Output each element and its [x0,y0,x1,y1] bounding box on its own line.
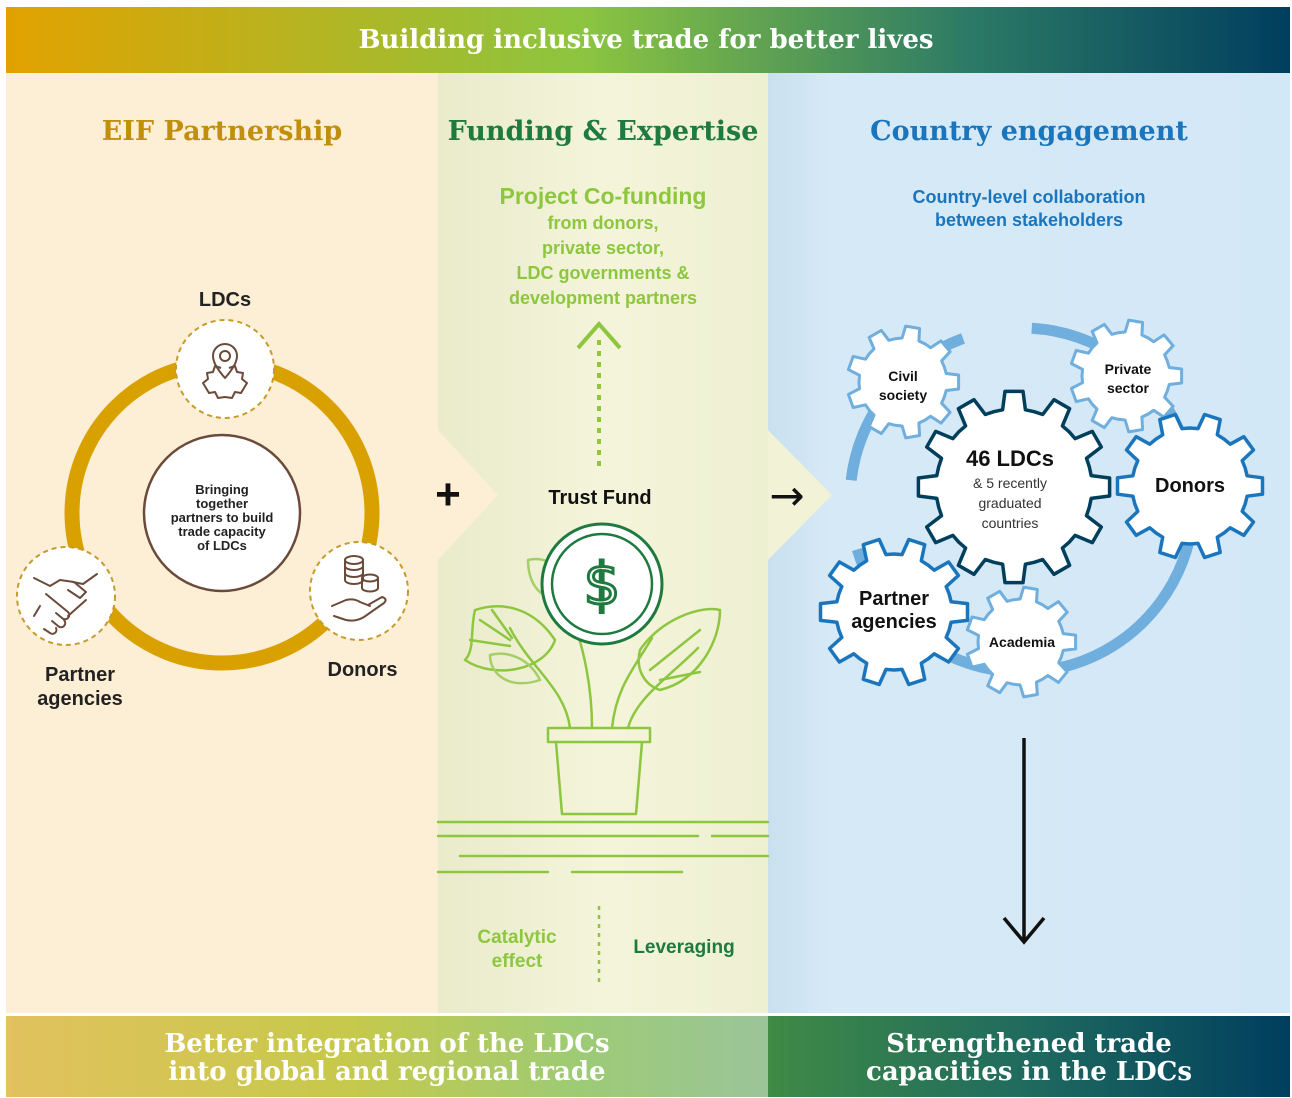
trust-fund-label: Trust Fund [548,487,652,509]
chevron-wedge [438,430,498,560]
country-title: Country engagement [870,116,1188,147]
cofunding-title: Project Co-funding [499,183,707,209]
down-arrow-head [1002,916,1046,945]
page-title: Building inclusive trade for better live… [358,25,934,55]
gear-shape-private-sector [1069,318,1184,434]
cofunding-detail: from donors, private sector, LDC governm… [508,213,698,308]
partnership-center-text: Bringing together partners to build trad… [170,482,274,553]
footer-right-text: Strengthened trade capacities in the LDC… [865,1029,1193,1087]
gear-shape-partner-agencies [818,537,970,687]
gear-private-sector: Private sector [1104,361,1152,396]
cofunding-arrow-head [576,320,622,350]
svg-text:$: $ [584,550,621,618]
funding-title: Funding & Expertise [447,116,759,147]
ldcs-label: LDCs [198,289,252,311]
footer-right-band [768,1016,1290,1097]
stakeholder-gears [818,318,1265,699]
donors-label: Donors [327,659,398,681]
partnership-title: EIF Partnership [101,116,343,147]
plant-illustration [436,557,770,874]
partner-agencies-node [16,546,116,646]
location-gear-icon [202,343,248,399]
gear-civil-society: Civil society [878,368,928,403]
footer-left-text: Better integration of the LDCs into glob… [164,1029,610,1087]
country-subtitle: Country-level collaboration between stak… [912,187,1146,230]
partnership-center-circle [142,433,302,593]
gear-shape-donors [1115,412,1265,560]
dollar-coin-icon: $ [540,522,664,646]
footer-left-band [6,1016,768,1097]
gear-partner-agencies: Partner agencies [851,588,937,633]
leveraging-label: Leveraging [633,937,735,958]
handshake-icon [33,573,98,635]
partner-agencies-label: Partner agencies [37,664,123,710]
gear-shape-civil-society [846,324,961,440]
donors-node [309,541,409,641]
ldcs-node [175,319,275,419]
header-band [6,7,1290,73]
gear-academia: Academia [988,634,1056,650]
gear-shape-46-ldcs [916,389,1112,585]
plus-connector: + [435,470,461,519]
gear-shape-academia [965,585,1078,699]
gear-donors: Donors [1155,475,1225,497]
arrow-connector: → [769,471,805,520]
coins-hand-icon [331,555,387,622]
chevron-wedge [768,430,832,560]
gear-center-detail: & 5 recently graduated countries [973,475,1047,531]
gear-center-title: 46 LDCs [965,446,1055,471]
catalytic-effect-label: Catalytic effect [477,927,557,972]
